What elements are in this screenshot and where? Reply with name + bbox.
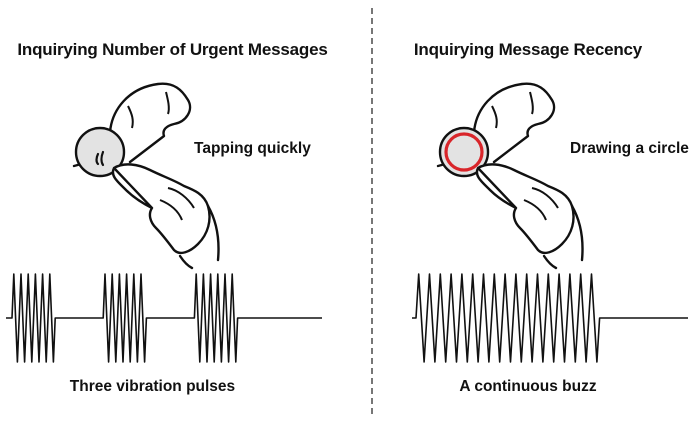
three-pulse-waveform xyxy=(6,273,322,363)
right-panel: Inquirying Message Recency Drawing a cir… xyxy=(376,0,700,422)
circle-gesture-icon xyxy=(444,132,484,172)
continuous-buzz-waveform xyxy=(412,273,688,363)
left-panel-title: Inquirying Number of Urgent Messages xyxy=(17,40,328,59)
waveform-line xyxy=(6,273,322,363)
panel-divider xyxy=(371,8,373,414)
tap-motion-icon xyxy=(95,150,105,167)
left-caption: Three vibration pulses xyxy=(69,378,236,395)
right-gesture-label: Drawing a circle xyxy=(570,140,689,157)
hand-circling-watch-icon xyxy=(436,82,584,270)
left-gesture-label: Tapping quickly xyxy=(194,140,311,157)
right-panel-title: Inquirying Message Recency xyxy=(413,40,643,59)
right-caption: A continuous buzz xyxy=(459,378,597,395)
hand-tapping-watch-icon xyxy=(72,82,220,270)
waveform-line xyxy=(412,273,688,363)
left-panel: Inquirying Number of Urgent Messages Tap… xyxy=(0,0,345,422)
